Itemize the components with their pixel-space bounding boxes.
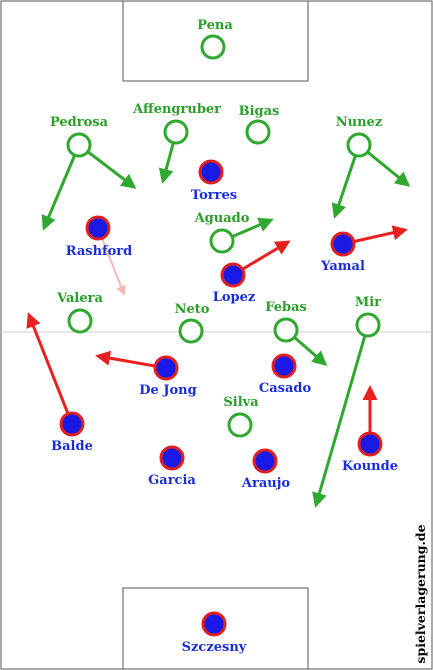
label-szczesny: Szczesny (182, 640, 247, 655)
player-marker-affengruber[interactable] (163, 119, 189, 145)
label-garcia: Garcia (148, 473, 196, 488)
label-nunez: Nunez (336, 115, 382, 130)
player-marker-pena[interactable] (200, 34, 226, 60)
label-pedrosa: Pedrosa (50, 115, 109, 130)
player-marker-lopez[interactable] (220, 262, 246, 288)
home-player-markers (66, 34, 381, 438)
player-marker-dejong[interactable] (153, 355, 179, 381)
home-player-labels: Pena Pedrosa Affengruber Bigas Nunez Agu… (50, 18, 382, 410)
arrow-pedrosa-2 (41, 144, 81, 231)
player-marker-szczesny[interactable] (201, 611, 227, 637)
away-player-labels: Torres Rashford Yamal Lopez De Jong Casa… (51, 188, 398, 655)
player-marker-casado[interactable] (271, 353, 297, 379)
label-torres: Torres (191, 188, 237, 203)
player-marker-silva[interactable] (227, 412, 253, 438)
player-marker-valera[interactable] (67, 308, 93, 334)
player-marker-yamal[interactable] (330, 231, 356, 257)
away-player-markers (59, 159, 383, 637)
player-marker-febas[interactable] (273, 317, 299, 343)
label-kounde: Kounde (342, 459, 398, 474)
player-marker-nunez[interactable] (346, 132, 372, 158)
label-silva: Silva (223, 395, 259, 410)
player-marker-balde[interactable] (59, 411, 85, 437)
label-araujo: Araujo (241, 476, 291, 491)
arrow-mir (312, 324, 370, 508)
label-febas: Febas (265, 300, 307, 315)
player-marker-garcia[interactable] (159, 445, 185, 471)
label-dejong: De Jong (139, 383, 196, 398)
top-penalty-box (122, 0, 309, 82)
player-marker-aguado[interactable] (209, 228, 235, 254)
label-rashford: Rashford (66, 244, 133, 259)
label-mir: Mir (355, 295, 381, 310)
player-marker-rashford[interactable] (85, 215, 111, 241)
player-marker-araujo[interactable] (252, 448, 278, 474)
player-marker-kounde[interactable] (357, 431, 383, 457)
brand-watermark: spielverlagerung.de (413, 524, 428, 663)
player-marker-neto[interactable] (178, 318, 204, 344)
label-yamal: Yamal (320, 259, 365, 274)
label-balde: Balde (51, 439, 93, 454)
label-bigas: Bigas (239, 104, 280, 119)
player-marker-torres[interactable] (198, 159, 224, 185)
player-marker-mir[interactable] (355, 312, 381, 338)
label-pena: Pena (197, 18, 233, 33)
arrow-balde (26, 312, 74, 425)
player-marker-pedrosa[interactable] (66, 132, 92, 158)
label-valera: Valera (56, 291, 103, 306)
label-neto: Neto (175, 302, 210, 317)
label-affengruber: Affengruber (132, 102, 221, 117)
player-marker-bigas[interactable] (245, 119, 271, 145)
label-aguado: Aguado (194, 211, 250, 226)
bottom-penalty-box (122, 587, 309, 670)
label-lopez: Lopez (213, 290, 256, 305)
label-casado: Casado (259, 381, 312, 396)
